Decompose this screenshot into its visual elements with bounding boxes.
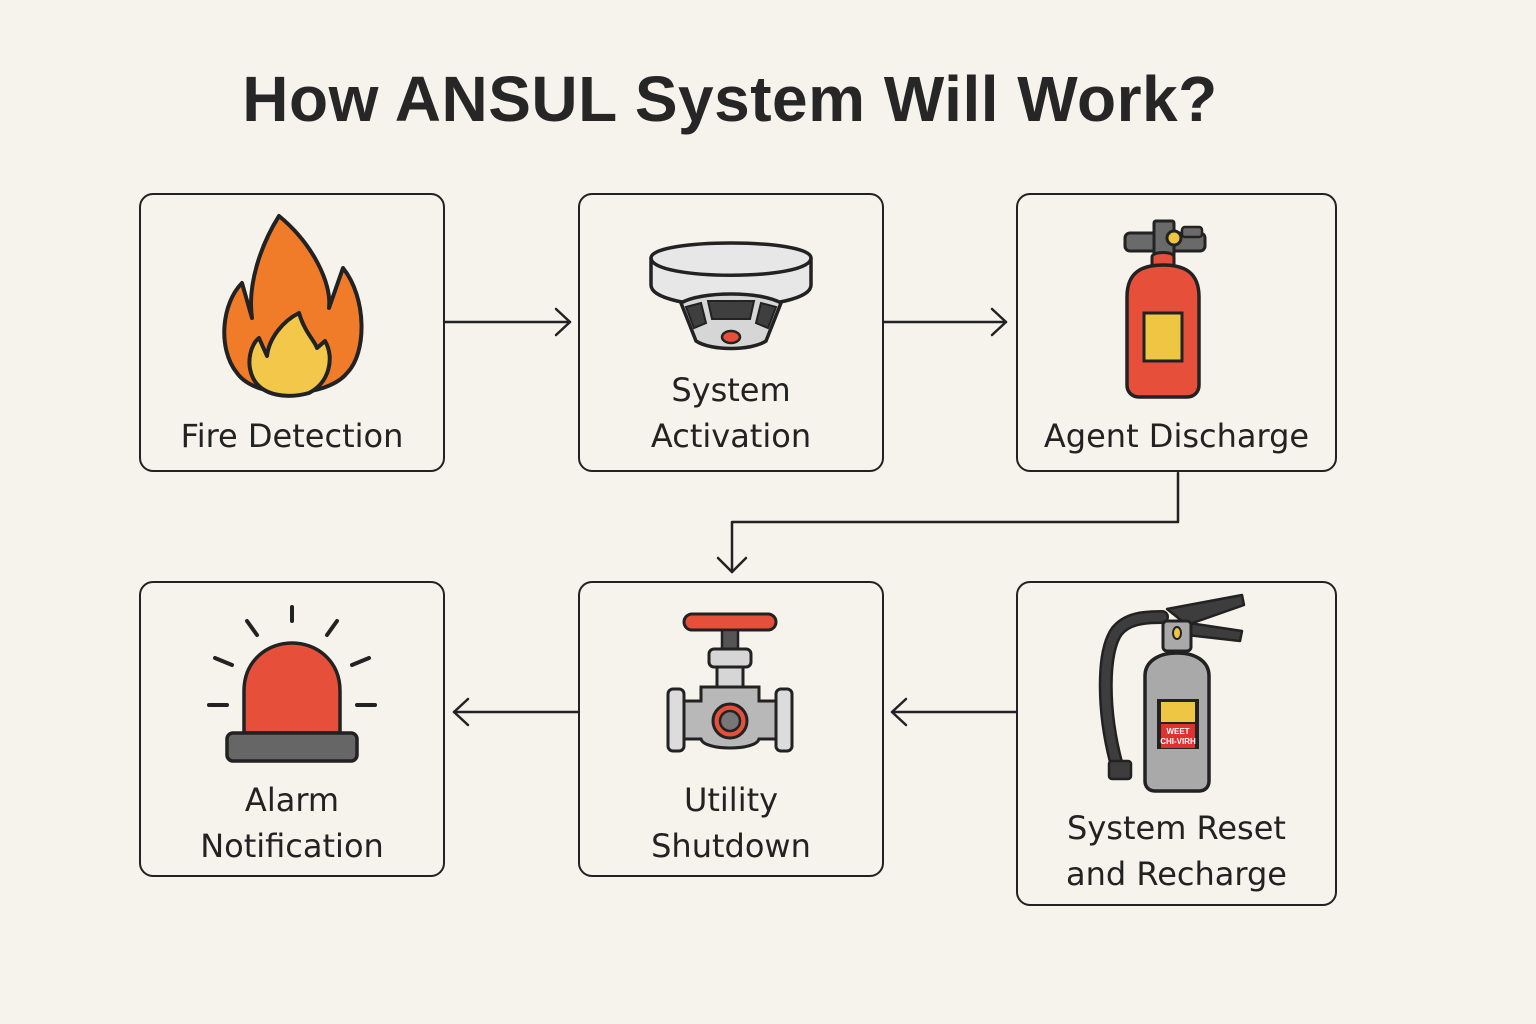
extinguisher-tag-line-2: CHI-VIRH <box>1160 737 1196 746</box>
agent-tank-icon <box>1018 217 1335 402</box>
step-label: System Activation <box>650 371 812 455</box>
arrow-detection-to-activation <box>443 307 572 337</box>
arrow-activation-to-discharge <box>882 307 1008 337</box>
step-system-reset: WEET CHI-VIRH System Reset and Recharge <box>1016 581 1337 906</box>
arrow-discharge-to-shutdown <box>716 471 1180 574</box>
step-system-activation: System Activation <box>578 193 884 472</box>
alarm-beacon-icon <box>141 603 443 768</box>
step-label: Alarm Notification <box>200 781 384 865</box>
fire-extinguisher-icon: WEET CHI-VIRH <box>1018 591 1335 796</box>
valve-icon <box>580 611 882 756</box>
step-label: System Reset and Recharge <box>1066 809 1287 893</box>
arrow-reset-to-shutdown <box>890 697 1018 727</box>
step-agent-discharge: Agent Discharge <box>1016 193 1337 472</box>
smoke-detector-icon <box>580 223 882 353</box>
step-label: Agent Discharge <box>1043 417 1310 455</box>
step-alarm-notification: Alarm Notification <box>139 581 445 877</box>
step-fire-detection: Fire Detection <box>139 193 445 472</box>
flame-icon <box>141 213 443 403</box>
arrow-shutdown-to-alarm <box>452 697 580 727</box>
page-title: How ANSUL System Will Work? <box>242 63 1218 135</box>
step-utility-shutdown: Utility Shutdown <box>578 581 884 877</box>
extinguisher-tag-line-1: WEET <box>1166 727 1189 736</box>
step-label: Fire Detection <box>180 417 404 455</box>
step-label: Utility Shutdown <box>651 781 811 865</box>
